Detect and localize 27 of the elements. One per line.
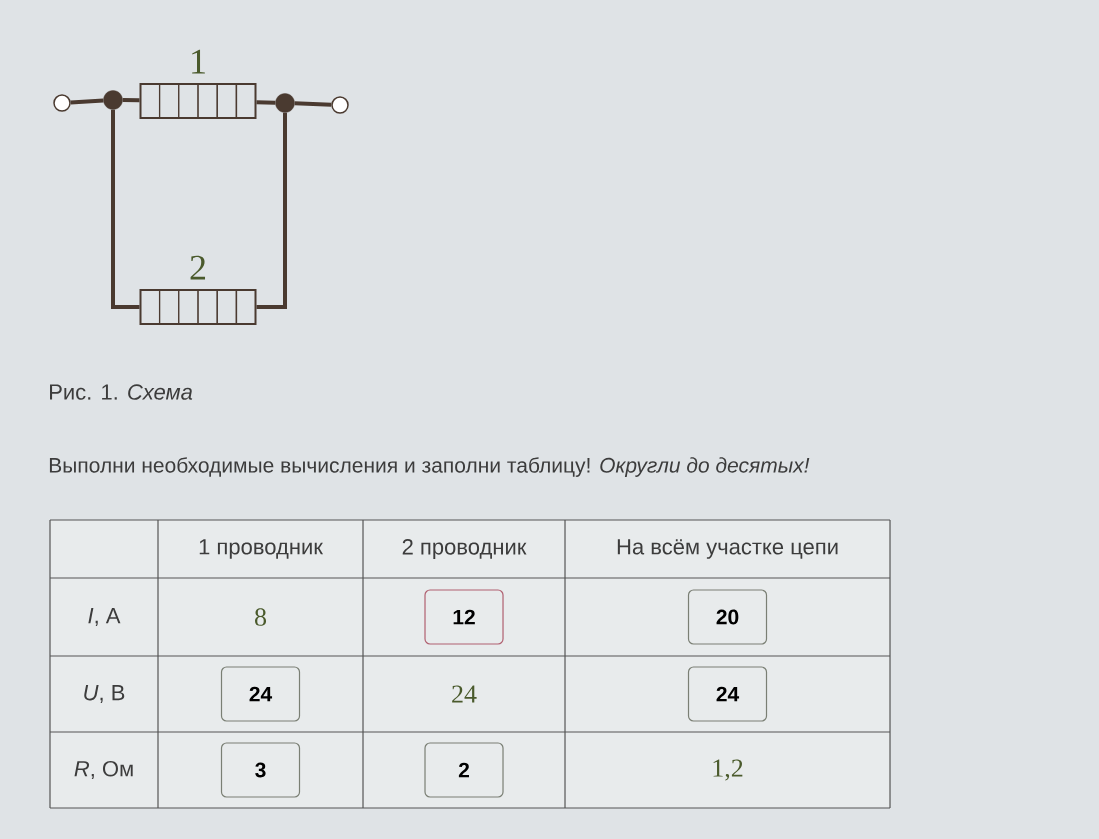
instruction-text: Выполни необходимые вычисления и заполни таблицу! Округли до десятых! [49, 457, 810, 477]
wire [70, 98, 104, 105]
terminal-circle [53, 94, 71, 112]
wire [256, 100, 276, 105]
column-header: 2 проводник [402, 539, 527, 559]
answer-box: 12 [424, 589, 504, 645]
row-header: U, В [84, 685, 125, 703]
row-header: I, А [88, 608, 121, 626]
answer-box: 20 [687, 589, 768, 645]
answer-box: 3 [220, 742, 301, 798]
column-header: 1 проводник [199, 539, 323, 559]
answer-box: 2 [424, 742, 504, 798]
wire [256, 112, 287, 309]
cell-value: 1,2 [713, 759, 743, 781]
answer-box: 24 [220, 666, 301, 722]
cell-value: 24 [452, 685, 477, 703]
answer-box: 24 [687, 666, 768, 722]
junction-dot [103, 90, 123, 110]
figure-caption: Рис. 1. Схема [50, 384, 193, 400]
wire [111, 109, 140, 309]
cell-value: 8 [255, 608, 266, 626]
wire [122, 98, 140, 103]
row-header: R, Ом [74, 760, 133, 780]
terminal-circle [331, 96, 349, 114]
junction-dot [275, 93, 295, 113]
column-header: На всём участке цепи [617, 539, 838, 559]
wire [294, 101, 332, 107]
